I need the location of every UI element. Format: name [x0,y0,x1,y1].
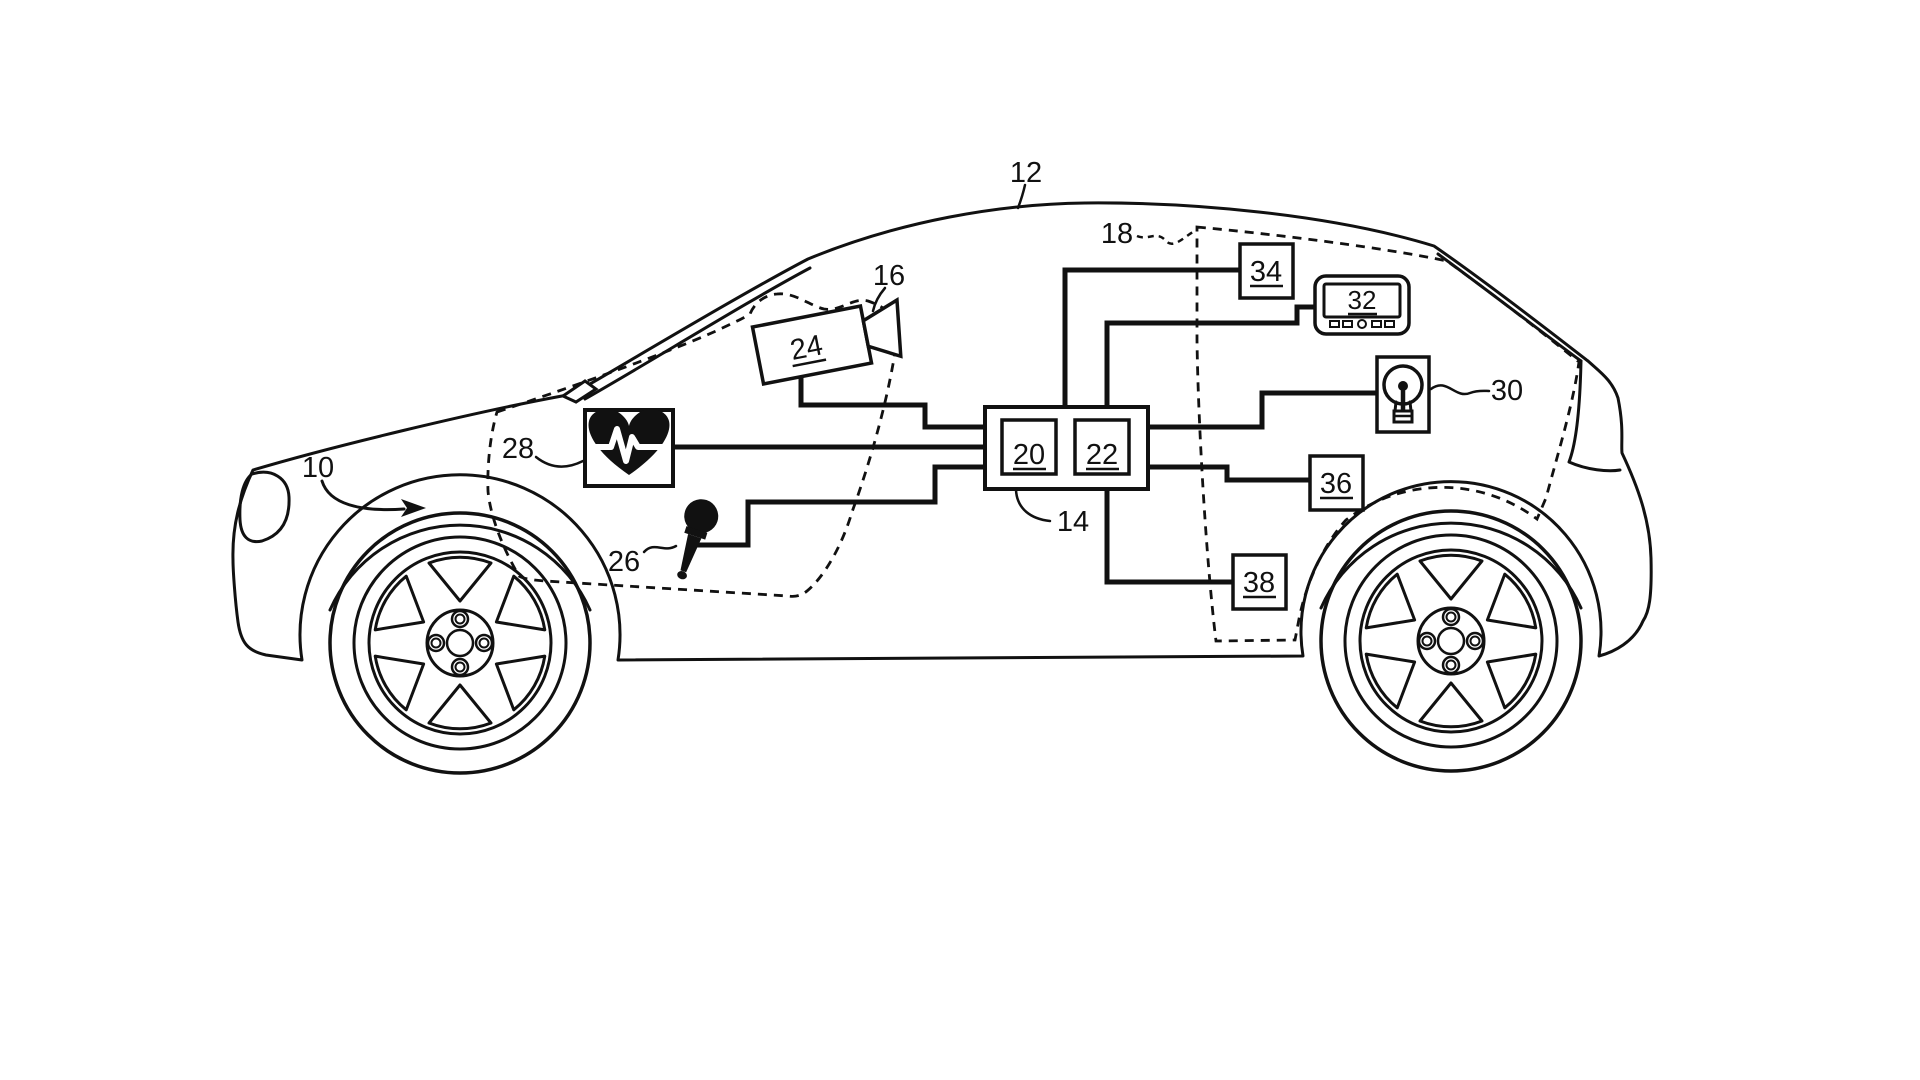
car-silhouette [231,201,1653,662]
light-label: 30 [1491,375,1523,407]
health-sensor-icon [583,408,675,488]
health-sensor-label: 28 [502,433,534,465]
front-cabin-zone-outline [486,292,899,598]
module-label: 14 [1057,506,1089,538]
body-leader [1016,183,1027,210]
front-wheel [328,511,592,775]
rear-wheel [1319,509,1583,773]
connectors [670,267,1379,585]
light-leader [1429,384,1491,396]
front-zone-leader [871,286,887,313]
windshield-inner-line [583,266,812,401]
display-button-2 [1342,320,1353,328]
vehicle-label: 10 [302,452,334,484]
vehicle-arrow-curve [320,479,406,512]
unit-38: 38 [1231,553,1288,611]
microphone-icon [677,499,719,580]
headlight [238,470,291,544]
module-to-light-line [1146,390,1379,430]
module-leader [1014,488,1052,523]
front-fender-arch [328,523,592,612]
unit-34-label: 34 [1250,256,1282,288]
unit-38-label: 38 [1243,567,1275,599]
hatch-seam [1567,359,1622,473]
display-button-1 [1329,320,1340,328]
ekg-pulse-line [592,426,666,464]
health-sensor-leader [534,455,585,468]
body-label: 12 [1010,157,1042,189]
unit-34-box [1238,242,1295,300]
camera-to-module-line [798,368,987,430]
microphone-head [684,499,719,534]
microphone-to-module-line [688,464,987,548]
unit-22-label: 22 [1086,439,1118,471]
module-to-34-line [1062,267,1242,409]
rear-fender-arch [1319,521,1583,610]
rear-cabin-zone-outline [1195,225,1581,643]
front-zone-label: 16 [873,260,905,292]
module-to-38-line [1104,487,1235,585]
unit-36: 36 [1308,454,1365,512]
rear-zone-label: 18 [1101,218,1133,250]
display-label: 32 [1348,285,1377,315]
microphone-tip [677,571,687,580]
microphone-band [684,526,708,540]
rear-zone-leader [1136,229,1196,245]
unit-20-label: 20 [1013,439,1045,471]
display-icon: 32 [1313,274,1411,336]
side-mirror [559,379,599,404]
unit-34: 34 [1238,242,1295,300]
microphone-handle [680,534,702,573]
car-body [231,201,1653,662]
display-knob [1357,319,1367,329]
bulb-filament-dot [1398,381,1408,391]
microphone-label: 26 [608,546,640,578]
microphone-leader [642,544,678,554]
camera-underline [792,358,827,368]
unit-22-box [1073,418,1131,476]
light-icon [1375,355,1431,434]
module-to-36-line [1146,464,1312,483]
display-button-4 [1384,320,1395,328]
unit-20-box [1000,418,1058,476]
camera-lens [861,296,903,359]
camera-icon: 24 [750,296,903,387]
vehicle-arrowhead [401,499,426,517]
control-module: 20 22 [983,405,1150,491]
unit-36-label: 36 [1320,468,1352,500]
module-to-display-line [1104,304,1319,409]
display-screen [1322,282,1402,319]
unit-38-box [1231,553,1288,611]
unit-36-box [1308,454,1365,512]
reference-labels: 10 12 14 16 18 26 28 30 [302,157,1523,578]
display-button-3 [1371,320,1382,328]
